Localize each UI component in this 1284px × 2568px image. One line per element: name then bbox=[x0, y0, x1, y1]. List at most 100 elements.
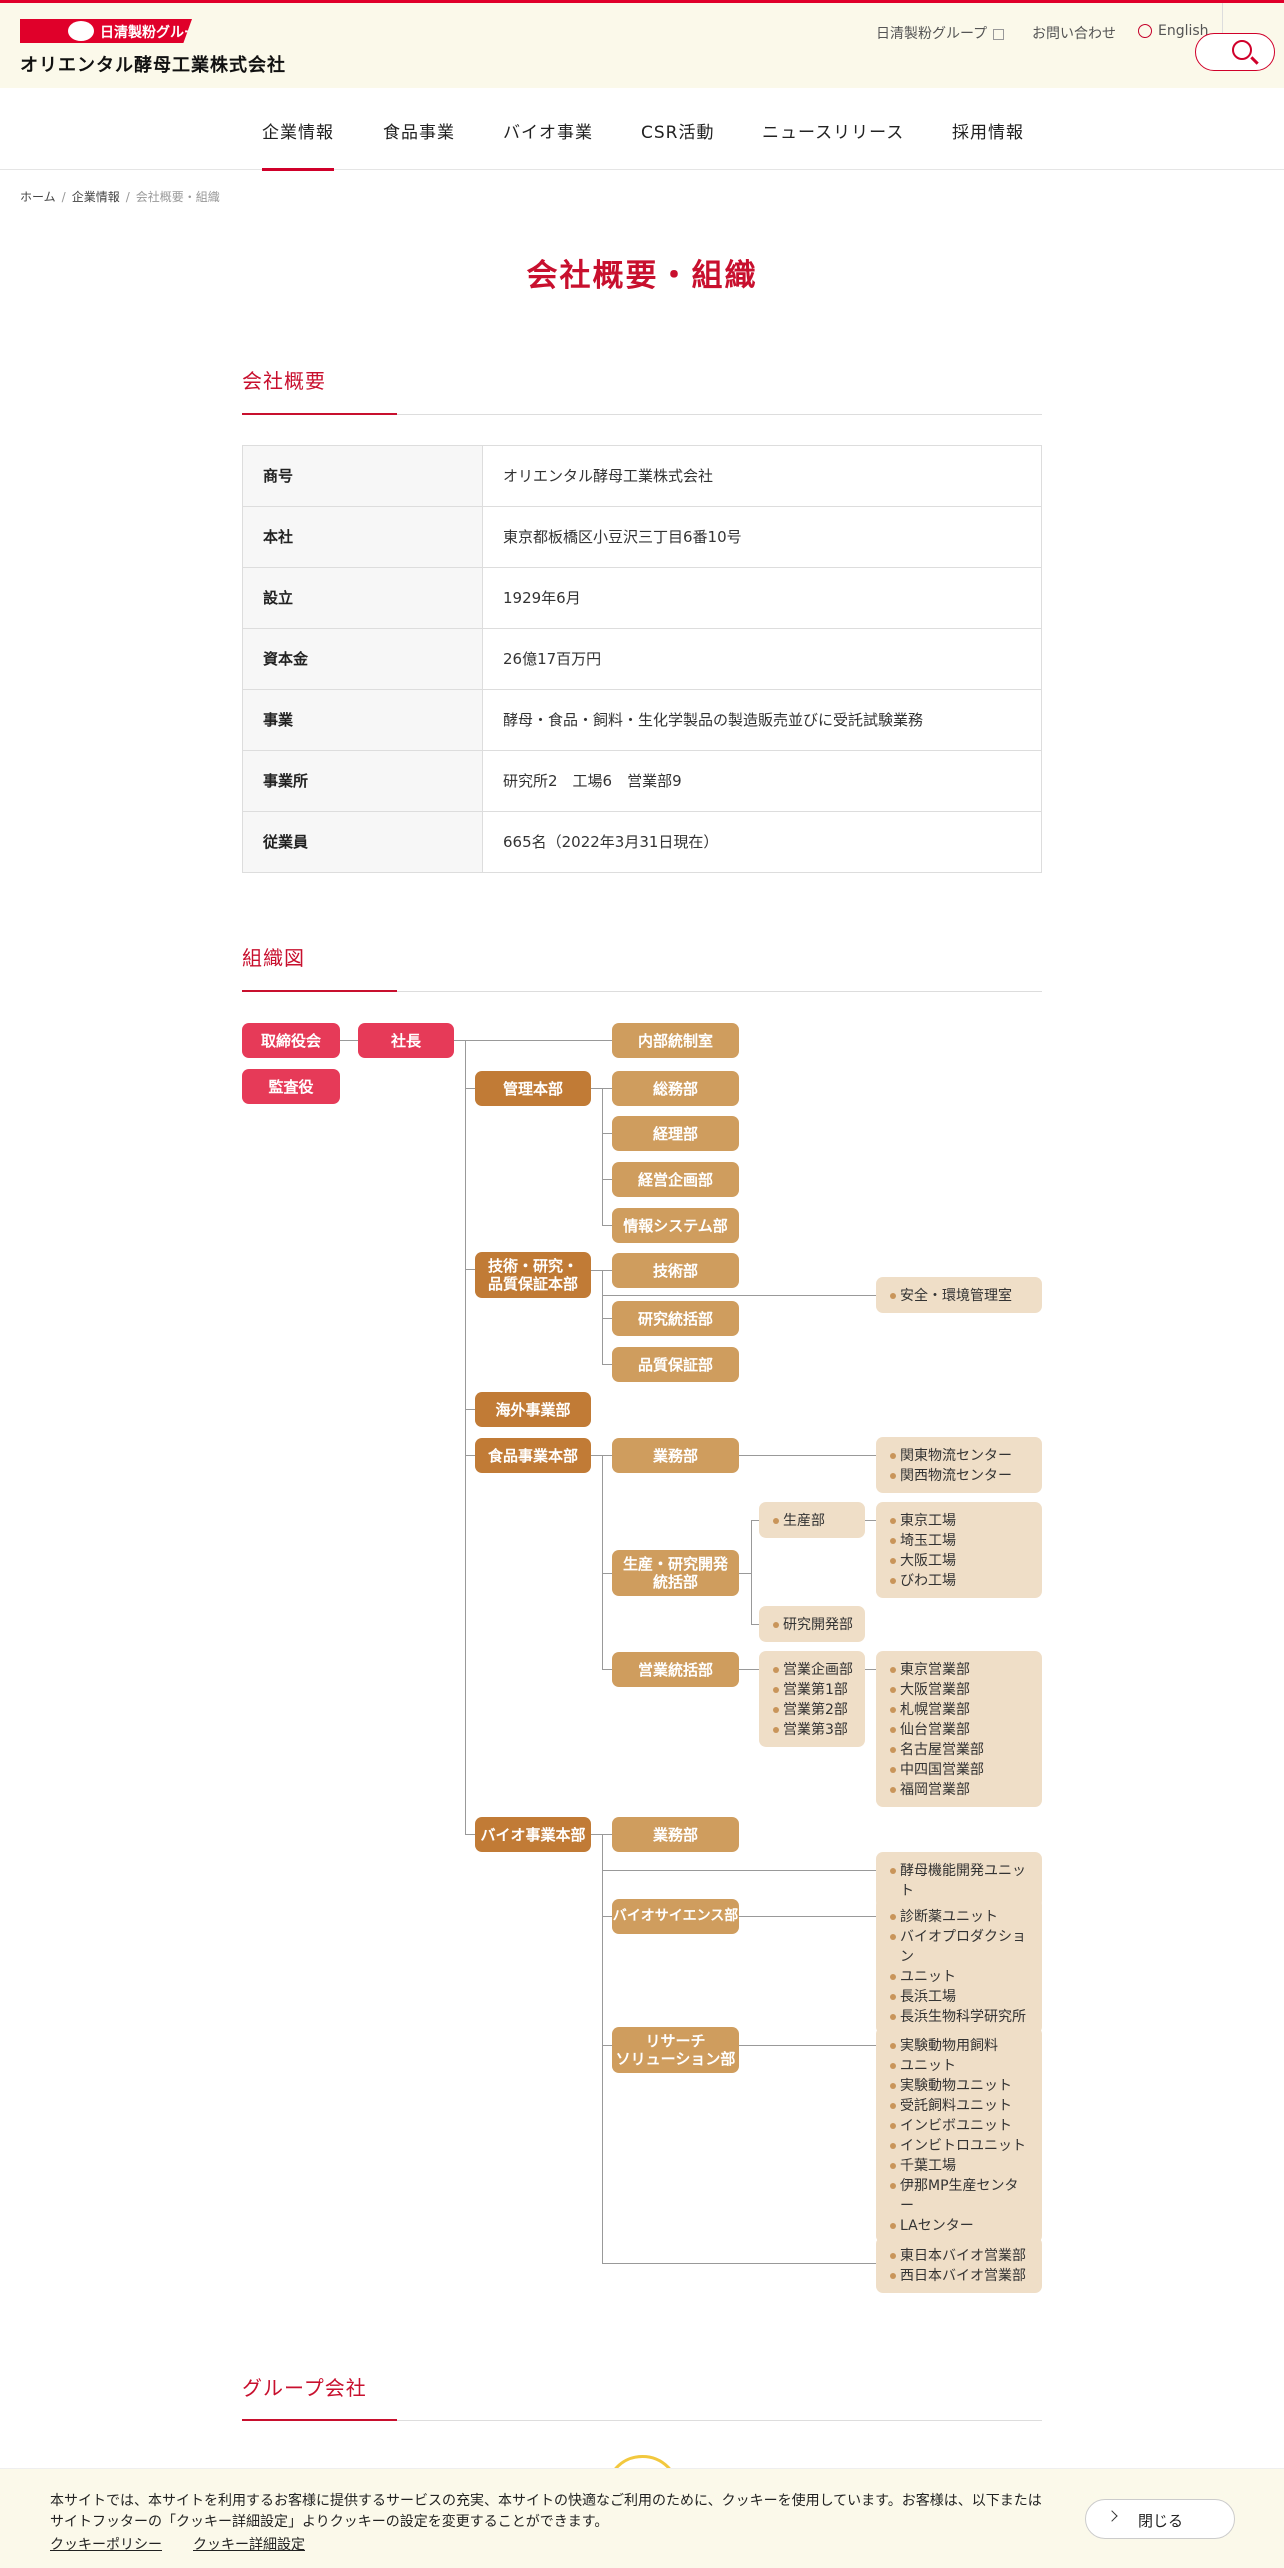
connector bbox=[602, 2263, 876, 2264]
org-box-bio-business[interactable]: 業務部 bbox=[612, 1817, 739, 1852]
list-item: 中四国営業部 bbox=[890, 1760, 1032, 1780]
header-divider bbox=[1222, 3, 1223, 55]
breadcrumb: ホーム/企業情報/会社概要・組織 bbox=[20, 190, 220, 204]
org-box-board[interactable]: 取締役会 bbox=[242, 1023, 340, 1058]
org-box-information-systems[interactable]: 情報システム部 bbox=[612, 1208, 739, 1243]
list-item: バイオプロダクション bbox=[890, 1927, 1032, 1967]
connector bbox=[602, 1573, 612, 1574]
connector bbox=[865, 1520, 876, 1521]
overview-heading: 会社概要 bbox=[242, 369, 326, 393]
org-box-production-rnd[interactable]: 生産・研究開発統括部 bbox=[612, 1550, 739, 1596]
list-item: 西日本バイオ営業部 bbox=[890, 2266, 1032, 2286]
table-row: 事業所研究所2 工場6 営業部9 bbox=[243, 751, 1041, 812]
list-item: インビボユニット bbox=[890, 2116, 1032, 2136]
org-box-tech-hq-line1: 技術・研究・ bbox=[487, 1257, 578, 1275]
nav-item-news[interactable]: ニュースリリース bbox=[762, 123, 905, 143]
nav-item-recruit[interactable]: 採用情報 bbox=[952, 123, 1024, 143]
org-box-general-affairs[interactable]: 総務部 bbox=[612, 1071, 739, 1106]
connector bbox=[865, 1669, 876, 1670]
row-label: 本社 bbox=[243, 507, 483, 567]
list-item: 研究開発部 bbox=[773, 1615, 855, 1635]
org-box-auditor[interactable]: 監査役 bbox=[242, 1069, 340, 1104]
connector bbox=[602, 1834, 603, 2263]
cookie-close-label: 閉じる bbox=[1138, 2512, 1184, 2530]
org-list-factories: 東京工場 埼玉工場 大阪工場 びわ工場 bbox=[876, 1502, 1042, 1598]
org-box-research-mgmt[interactable]: 研究統括部 bbox=[612, 1301, 739, 1336]
org-box-admin-hq[interactable]: 管理本部 bbox=[475, 1071, 591, 1106]
connector bbox=[465, 1088, 475, 1089]
org-box-internal-control[interactable]: 内部統制室 bbox=[612, 1023, 739, 1058]
group-logo[interactable]: 日清製粉グループ bbox=[20, 19, 192, 43]
table-row: 資本金 26億17百万円 bbox=[243, 629, 1041, 690]
list-item: 千葉工場 bbox=[890, 2156, 1032, 2176]
cookie-banner: 本サイトでは、本サイトを利用するお客様に提供するサービスの充実、本サイトの快適な… bbox=[0, 2468, 1284, 2568]
connector bbox=[751, 1520, 752, 1624]
list-item: 仙台営業部 bbox=[890, 1720, 1032, 1740]
connector bbox=[602, 1669, 612, 1670]
site-header: 日清製粉グループ オリエンタル酵母工業株式会社 日清製粉グループ お問い合わせ … bbox=[0, 0, 1284, 88]
list-item: 名古屋営業部 bbox=[890, 1740, 1032, 1760]
connector bbox=[602, 1270, 603, 1365]
list-item: 診断薬ユニット bbox=[890, 1907, 1032, 1927]
connector bbox=[739, 1573, 751, 1574]
list-item: 営業企画部 bbox=[773, 1660, 855, 1680]
connector bbox=[739, 1916, 876, 1917]
org-box-corporate-planning[interactable]: 経営企画部 bbox=[612, 1162, 739, 1197]
list-item: 長浜生物科学研究所 bbox=[890, 2007, 1032, 2027]
cookie-policy-link[interactable]: クッキーポリシー bbox=[50, 2537, 162, 2553]
org-box-research-solution-line2: ソリューション部 bbox=[615, 2050, 736, 2068]
org-list-logistics: 関東物流センター 関西物流センター bbox=[876, 1437, 1042, 1493]
nav-item-bio[interactable]: バイオ事業 bbox=[503, 123, 593, 143]
connector bbox=[739, 1669, 759, 1670]
org-box-bio-hq[interactable]: バイオ事業本部 bbox=[475, 1817, 591, 1852]
connector bbox=[602, 2045, 612, 2046]
org-box-production-rnd-line2: 統括部 bbox=[652, 1573, 698, 1591]
org-box-quality-assurance[interactable]: 品質保証部 bbox=[612, 1347, 739, 1382]
org-box-sales-mgmt[interactable]: 営業統括部 bbox=[612, 1652, 739, 1687]
list-item: 福岡営業部 bbox=[890, 1780, 1032, 1800]
org-box-bioscience[interactable]: バイオサイエンス部 bbox=[612, 1899, 739, 1934]
nav-item-corporate[interactable]: 企業情報 bbox=[262, 118, 334, 171]
connector bbox=[602, 1364, 612, 1365]
nav-item-csr[interactable]: CSR活動 bbox=[641, 123, 715, 143]
util-link-english[interactable]: English bbox=[1138, 23, 1209, 39]
org-box-accounting[interactable]: 経理部 bbox=[612, 1116, 739, 1151]
search-button[interactable] bbox=[1195, 33, 1275, 71]
org-box-tech-hq-line2: 品質保証本部 bbox=[487, 1275, 578, 1293]
row-label: 設立 bbox=[243, 568, 483, 628]
org-box-technology[interactable]: 技術部 bbox=[612, 1253, 739, 1288]
group-heading: グループ会社 bbox=[242, 2376, 367, 2400]
util-link-contact[interactable]: お問い合わせ bbox=[1032, 26, 1116, 42]
org-box-food-business[interactable]: 業務部 bbox=[612, 1438, 739, 1473]
row-value: 26億17百万円 bbox=[503, 650, 602, 668]
connector bbox=[465, 1409, 475, 1410]
connector bbox=[602, 1088, 603, 1225]
cookie-settings-link[interactable]: クッキー詳細設定 bbox=[193, 2537, 305, 2553]
org-box-food-hq[interactable]: 食品事業本部 bbox=[475, 1438, 591, 1473]
nav-item-food[interactable]: 食品事業 bbox=[383, 123, 455, 143]
org-box-tech-hq[interactable]: 技術・研究・品質保証本部 bbox=[475, 1252, 591, 1298]
list-item: 大阪営業部 bbox=[890, 1680, 1032, 1700]
list-item: 営業第1部 bbox=[773, 1680, 855, 1700]
org-list-rnd: 研究開発部 bbox=[759, 1606, 865, 1642]
util-link-group[interactable]: 日清製粉グループ bbox=[876, 23, 1005, 43]
table-row: 本社東京都板橋区小豆沢三丁目6番10号 bbox=[243, 507, 1041, 568]
org-box-overseas[interactable]: 海外事業部 bbox=[475, 1392, 591, 1427]
breadcrumb-home[interactable]: ホーム bbox=[20, 190, 56, 204]
connector bbox=[465, 1455, 475, 1456]
org-box-president[interactable]: 社長 bbox=[358, 1023, 454, 1058]
cookie-close-button[interactable]: 閉じる bbox=[1085, 2499, 1235, 2539]
cookie-text: 本サイトでは、本サイトを利用するお客様に提供するサービスの充実、本サイトの快適な… bbox=[50, 2493, 1042, 2530]
company-logo[interactable]: オリエンタル酵母工業株式会社 bbox=[20, 55, 286, 76]
org-list-safety: 安全・環境管理室 bbox=[876, 1277, 1042, 1313]
connector bbox=[602, 1916, 612, 1917]
org-box-research-solution[interactable]: リサーチソリューション部 bbox=[612, 2027, 739, 2073]
list-item: LAセンター bbox=[890, 2216, 1032, 2236]
breadcrumb-current: 会社概要・組織 bbox=[135, 190, 220, 204]
breadcrumb-corporate[interactable]: 企業情報 bbox=[71, 190, 120, 204]
table-row: 商号オリエンタル酵母工業株式会社 bbox=[243, 446, 1041, 507]
row-label: 資本金 bbox=[243, 629, 483, 689]
org-list-bioscience-units: 診断薬ユニット バイオプロダクション ユニット 長浜工場 長浜生物科学研究所 bbox=[876, 1898, 1042, 2034]
